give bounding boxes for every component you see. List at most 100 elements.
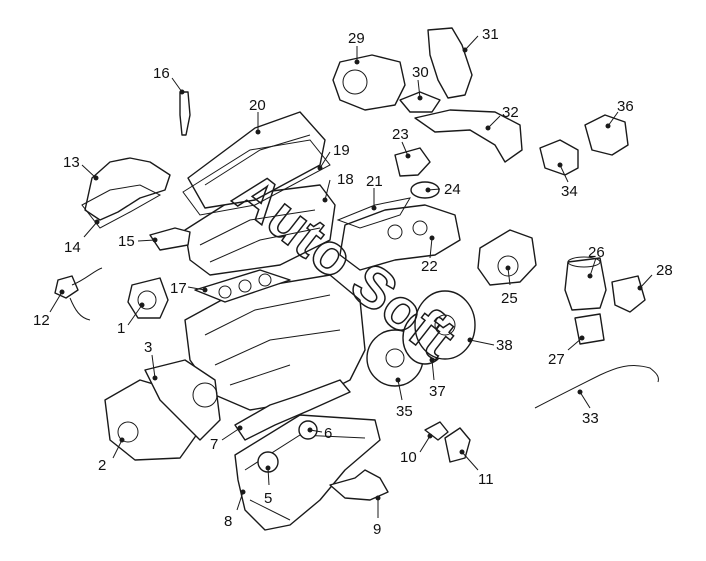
callout-8: 8 xyxy=(224,489,246,530)
callout-34: 34 xyxy=(557,162,578,200)
oil-pickup xyxy=(329,469,389,501)
callout-32: 32 xyxy=(485,104,519,131)
callout-26: 26 xyxy=(587,244,605,279)
svg-text:9: 9 xyxy=(373,521,381,538)
cap xyxy=(424,421,449,441)
svg-text:5: 5 xyxy=(264,490,272,507)
svg-text:30: 30 xyxy=(412,64,429,81)
oil-pan xyxy=(234,414,381,531)
svg-text:13: 13 xyxy=(63,154,80,171)
callout-7: 7 xyxy=(210,425,243,453)
svg-text:19: 19 xyxy=(333,142,350,159)
callout-19: 19 xyxy=(317,142,350,171)
callout-22: 22 xyxy=(421,235,438,275)
turbocharger xyxy=(332,54,406,111)
callout-10: 10 xyxy=(400,433,433,466)
svg-text:37: 37 xyxy=(429,383,446,400)
elbow-gasket xyxy=(410,181,440,199)
callout-30: 30 xyxy=(412,64,429,101)
hose xyxy=(539,139,579,176)
svg-text:1: 1 xyxy=(117,320,125,337)
wire-sensor xyxy=(54,275,79,299)
exhaust-manifold xyxy=(84,157,171,221)
turbo-pipe xyxy=(399,91,441,113)
filter-housing xyxy=(564,257,607,311)
callout-16: 16 xyxy=(153,65,185,95)
intake-gasket xyxy=(336,197,411,229)
svg-text:23: 23 xyxy=(392,126,409,143)
svg-text:6: 6 xyxy=(324,425,332,442)
svg-text:36: 36 xyxy=(617,98,634,115)
callout-5: 5 xyxy=(264,465,272,507)
manifold-gasket xyxy=(81,184,162,229)
callout-29: 29 xyxy=(348,30,365,65)
svg-text:38: 38 xyxy=(496,337,513,354)
svg-text:7: 7 xyxy=(210,436,218,453)
callout-37: 37 xyxy=(429,357,446,400)
callout-15: 15 xyxy=(118,233,158,250)
svg-text:10: 10 xyxy=(400,449,417,466)
crankshaft xyxy=(234,379,351,441)
pressure-plate xyxy=(414,290,476,360)
wiring-harness xyxy=(534,365,659,409)
callout-6: 6 xyxy=(307,425,332,442)
svg-text:26: 26 xyxy=(588,244,605,261)
callout-28: 28 xyxy=(637,262,673,291)
svg-text:15: 15 xyxy=(118,233,135,250)
svg-text:24: 24 xyxy=(444,181,461,198)
callout-24: 24 xyxy=(425,181,461,198)
svg-text:2: 2 xyxy=(98,457,106,474)
svg-text:17: 17 xyxy=(170,280,187,297)
callout-23: 23 xyxy=(392,126,411,159)
callout-21: 21 xyxy=(366,173,383,211)
svg-text:28: 28 xyxy=(656,262,673,279)
head-gasket xyxy=(194,269,291,303)
callout-27: 27 xyxy=(548,335,585,368)
svg-text:33: 33 xyxy=(582,410,599,427)
callout-11: 11 xyxy=(459,449,494,488)
callout-36: 36 xyxy=(605,98,634,129)
svg-text:27: 27 xyxy=(548,351,565,368)
svg-text:32: 32 xyxy=(502,104,519,121)
callout-33: 33 xyxy=(577,389,599,427)
filter xyxy=(574,313,605,345)
callout-9: 9 xyxy=(373,495,381,538)
engine-parts xyxy=(54,27,659,531)
valve-cover-gasket xyxy=(182,139,331,216)
callout-14: 14 xyxy=(64,219,100,256)
svg-text:16: 16 xyxy=(153,65,170,82)
catalytic-converter xyxy=(427,27,473,99)
callout-12: 12 xyxy=(33,289,65,329)
svg-text:25: 25 xyxy=(501,290,518,307)
callout-35: 35 xyxy=(395,377,413,420)
callout-20: 20 xyxy=(249,97,266,135)
bracket xyxy=(611,275,646,313)
elbow xyxy=(394,147,431,177)
callout-1: 1 xyxy=(117,302,145,337)
svg-text:11: 11 xyxy=(478,471,494,488)
vacuum-pump xyxy=(477,229,537,286)
svg-text:21: 21 xyxy=(366,173,383,190)
svg-text:14: 14 xyxy=(64,239,81,256)
svg-text:35: 35 xyxy=(396,403,413,420)
svg-text:31: 31 xyxy=(482,26,499,43)
callout-38: 38 xyxy=(467,337,513,354)
sensor xyxy=(149,227,191,251)
callouts: 1 2 3 5 6 7 8 9 10 11 12 13 14 15 16 17 … xyxy=(33,26,673,538)
exhaust-pipe xyxy=(414,109,523,163)
svg-text:3: 3 xyxy=(144,339,152,356)
pump xyxy=(127,277,169,319)
svg-text:12: 12 xyxy=(33,312,50,329)
timing-cover-upper xyxy=(144,359,221,441)
callout-17: 17 xyxy=(170,280,208,297)
callout-2: 2 xyxy=(98,437,125,474)
glow-plug xyxy=(179,91,191,136)
callout-13: 13 xyxy=(63,154,99,181)
valve-cover xyxy=(187,111,326,209)
svg-text:29: 29 xyxy=(348,30,365,47)
callout-31: 31 xyxy=(462,26,499,53)
svg-text:18: 18 xyxy=(337,171,354,188)
egr-valve xyxy=(584,114,629,156)
svg-text:34: 34 xyxy=(561,183,578,200)
